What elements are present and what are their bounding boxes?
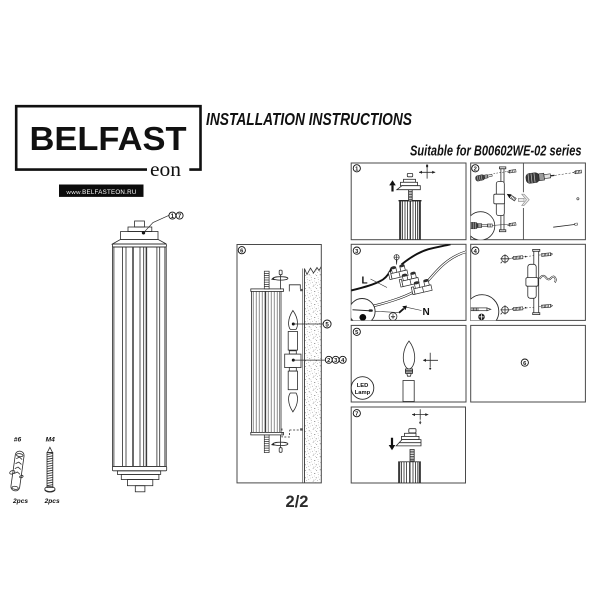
svg-text:eon: eon	[150, 157, 181, 181]
svg-text:7: 7	[178, 214, 182, 220]
svg-text:5: 5	[325, 321, 329, 328]
svg-text:2pcs: 2pcs	[44, 498, 60, 505]
svg-text:4: 4	[474, 249, 478, 255]
svg-text:Suitable for B00602WE-02 serie: Suitable for B00602WE-02 series	[410, 143, 582, 159]
svg-text:WWW.BELFASTEON.RU: WWW.BELFASTEON.RU	[66, 189, 136, 196]
svg-text:Lamp: Lamp	[355, 390, 371, 396]
svg-text:2/2: 2/2	[286, 493, 309, 511]
svg-text:2: 2	[327, 358, 330, 364]
svg-text:6: 6	[523, 361, 527, 367]
svg-text:6: 6	[240, 248, 244, 254]
svg-text:3: 3	[355, 249, 359, 255]
svg-text:5: 5	[355, 330, 359, 336]
svg-text:L: L	[362, 276, 368, 287]
svg-text:LED: LED	[357, 383, 369, 389]
svg-text:#6: #6	[14, 436, 22, 443]
svg-text:4: 4	[341, 358, 345, 364]
svg-text:7: 7	[355, 411, 358, 417]
svg-text:INSTALLATION INSTRUCTIONS: INSTALLATION INSTRUCTIONS	[206, 109, 412, 129]
svg-text:M4: M4	[46, 436, 55, 443]
svg-text:2: 2	[474, 167, 477, 173]
svg-text:3: 3	[334, 358, 338, 364]
svg-text:2pcs: 2pcs	[12, 498, 28, 505]
svg-text:1: 1	[355, 167, 359, 173]
svg-text:N: N	[423, 307, 430, 318]
svg-text:1: 1	[171, 214, 175, 220]
svg-text:BELFAST: BELFAST	[30, 120, 187, 157]
